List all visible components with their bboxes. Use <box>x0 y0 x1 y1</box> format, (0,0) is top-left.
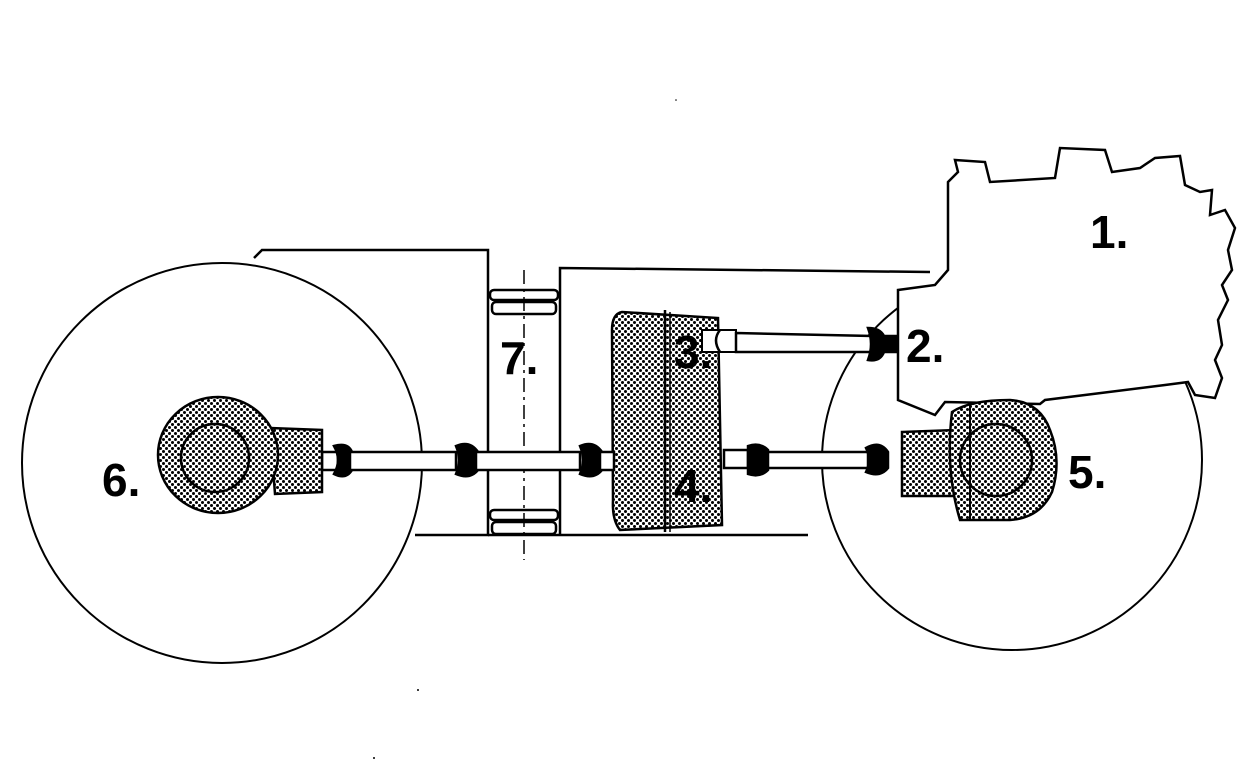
rear-axle-differential <box>156 395 324 515</box>
speck <box>417 689 419 691</box>
callout-upper-shaft-joint: 2. <box>906 320 944 372</box>
speck <box>675 99 677 101</box>
front-axle-differential <box>900 398 1058 522</box>
rear-driveshaft <box>320 442 616 478</box>
speck <box>373 757 375 759</box>
callout-rear-axle: 6. <box>102 454 140 506</box>
callout-gearbox-lower: 4. <box>674 460 712 512</box>
callout-engine: 1. <box>1090 206 1128 258</box>
callout-pivot: 7. <box>500 332 538 384</box>
callouts: 1. 2. 3. 4. 5. 6. 7. <box>102 206 1128 512</box>
hitch-frame <box>488 270 560 560</box>
callout-front-axle: 5. <box>1068 446 1106 498</box>
engine <box>896 146 1237 417</box>
chassis-frame <box>253 248 931 537</box>
front-driveshaft <box>722 443 890 477</box>
upper-driveshaft <box>714 326 898 362</box>
callout-gearbox-upper: 3. <box>674 326 712 378</box>
